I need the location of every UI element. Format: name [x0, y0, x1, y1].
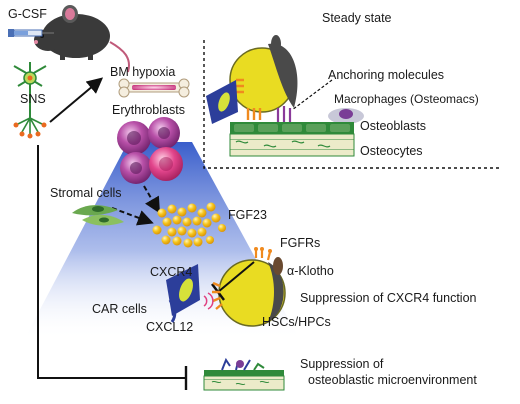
syringe-icon: [8, 29, 54, 37]
cxcr4-receptor-icon: [212, 281, 223, 310]
erythroblast-cluster: [117, 117, 183, 184]
mouse-icon: [34, 5, 130, 73]
fgfrs-label: FGFRs: [280, 236, 320, 250]
suppressed-osteoblast-strip: [203, 357, 285, 391]
steady-car-cell-icon: [206, 80, 238, 124]
gcsf-label: G-CSF: [8, 7, 47, 21]
klotho-label: α-Klotho: [287, 264, 334, 278]
steady-hsc-cell: [229, 35, 298, 113]
hscs-label: HSCs/HPCs: [262, 315, 331, 329]
sns-label: SNS: [20, 92, 46, 106]
anchoring-pointer: [291, 79, 333, 111]
osteoblasts-label: Osteoblasts: [360, 119, 426, 133]
car-cells-label: CAR cells: [92, 302, 147, 316]
macrophage-icon: [328, 108, 364, 124]
osteocytes-label: Osteocytes: [360, 144, 423, 158]
suppression-osteo-line2: osteoblastic microenvironment: [308, 373, 477, 387]
klotho-icon: [273, 257, 283, 275]
steady-state-label: Steady state: [322, 11, 392, 25]
sns-inhibition-line: [37, 145, 186, 379]
inhibition-line-fgf: [217, 261, 255, 293]
cxcl12-signal-icon: [203, 292, 214, 310]
fgf23-cluster: [152, 202, 226, 248]
macrophages-label: Macrophages (Osteomacs): [334, 92, 479, 106]
anchoring-molecule-icon: [276, 106, 292, 122]
steady-state-box-border: [203, 40, 500, 169]
stromal-cells-label: Stromal cells: [50, 186, 122, 200]
stromal-cell-icon: [72, 205, 124, 226]
arrow-stromal-to-fgf23: [111, 207, 154, 226]
fgf23-label: FGF23: [228, 208, 267, 222]
suppression-osteo-line1: Suppression of: [300, 357, 384, 371]
suppression-cxcr4-label: Suppression of CXCR4 function: [300, 291, 477, 305]
bone-icon: [118, 78, 190, 98]
bm-hypoxia-label: BM hypoxia: [110, 65, 175, 79]
steady-receptor-icon: [236, 78, 262, 120]
erythroblasts-label: Erythroblasts: [112, 103, 185, 117]
arrow-sns-to-hypoxia: [49, 77, 104, 123]
cxcr4-label: CXCR4: [150, 265, 192, 279]
arrow-erythroblast-to-fgf23: [143, 185, 161, 214]
anchoring-molecules-label: Anchoring molecules: [328, 68, 444, 82]
osteoblast-layer: [229, 122, 355, 157]
fgfr-receptor-icon: [254, 247, 272, 261]
car-cell-icon: [166, 264, 200, 323]
neuron-icon: [13, 62, 47, 139]
cxcl12-label: CXCL12: [146, 320, 193, 334]
